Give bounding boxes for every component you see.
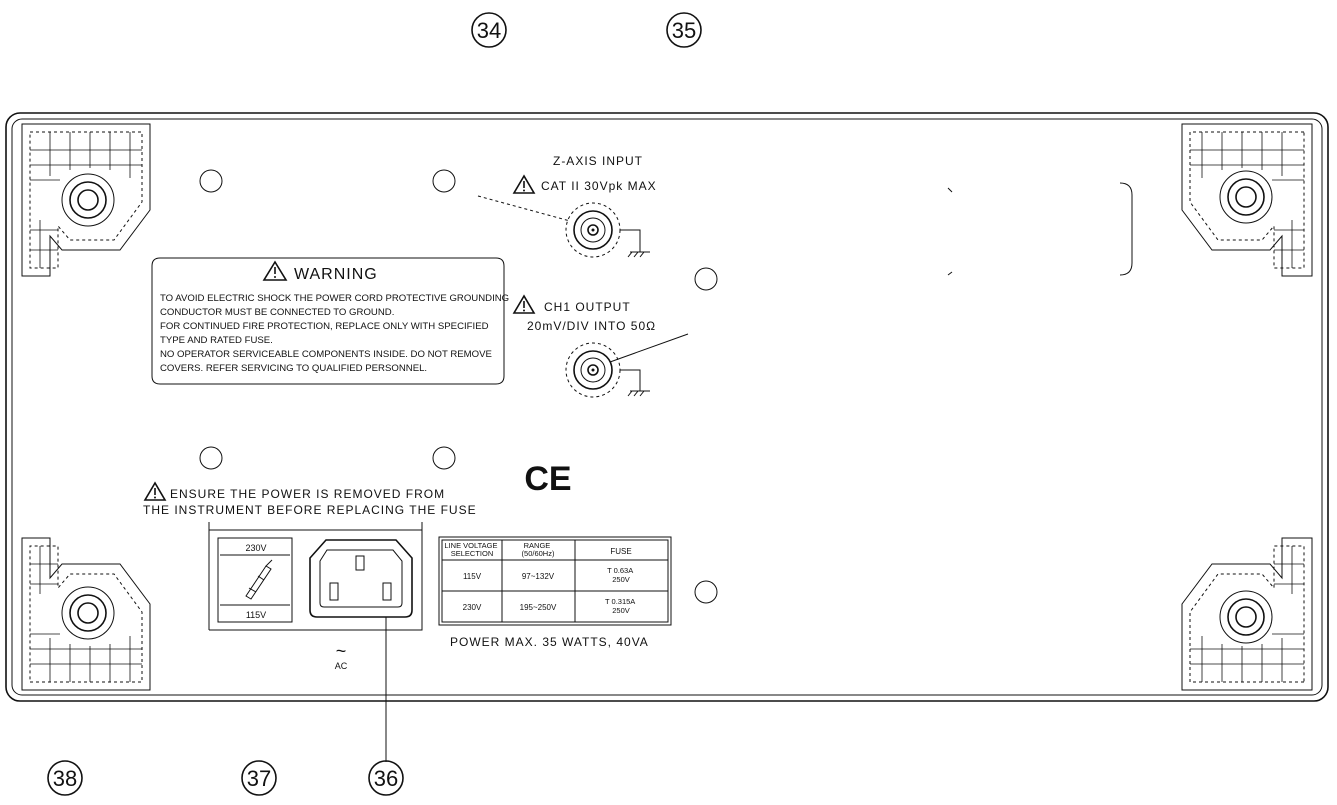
table-cell: 230V [463, 603, 482, 612]
warning-title: WARNING [294, 266, 378, 283]
panel-outline [5, 112, 1329, 702]
warning-line: COVERS. REFER SERVICING TO QUALIFIED PER… [160, 363, 427, 374]
table-header-line: (50/60Hz) [522, 549, 555, 558]
ce-mark: CE [524, 460, 571, 498]
table-cell-line: 250V [612, 606, 630, 615]
warning-triangle-icon [143, 481, 167, 501]
fuse-notice: ENSURE THE POWER IS REMOVED FROM THE INS… [143, 481, 477, 517]
earth-pin [355, 555, 365, 571]
z-axis-rating: CAT II 30Vpk MAX [541, 179, 657, 193]
table-cell: T 0.63A 250V [607, 566, 635, 584]
power-input-module: 230V 115V ~ AC [208, 522, 423, 671]
warning-triangle-icon [262, 260, 288, 281]
warning-line: TYPE AND RATED FUSE. [160, 335, 273, 346]
z-axis-title: Z-AXIS INPUT [553, 154, 643, 168]
table-cell-line: 250V [612, 575, 630, 584]
z-axis-input: Z-AXIS INPUT CAT II 30Vpk MAX [477, 154, 657, 258]
table-header: LINE VOLTAGE SELECTION [444, 541, 499, 558]
warning-triangle-icon [512, 174, 536, 194]
screw-hole [432, 446, 456, 470]
ch1-output: CH1 OUTPUT 20mV/DIV INTO 50Ω [512, 294, 689, 398]
ch1-output-title: CH1 OUTPUT [544, 300, 631, 314]
bracket-outline [947, 182, 1133, 276]
warning-line: FOR CONTINUED FIRE PROTECTION, REPLACE O… [160, 321, 489, 332]
callout-37: 37 [241, 760, 277, 796]
table-header-line: LINE VOLTAGE [444, 541, 497, 550]
callout-34: 34 [471, 12, 507, 48]
table-cell: 195~250V [520, 603, 557, 612]
table-cell: 115V [463, 572, 482, 581]
voltage-selector-bottom: 115V [246, 610, 266, 620]
fuse-notice-line-1: ENSURE THE POWER IS REMOVED FROM [170, 487, 445, 501]
foot-bottom-left [21, 537, 151, 691]
warning-triangle-icon [512, 294, 536, 314]
foot-top-left [21, 123, 151, 277]
warning-line: CONDUCTOR MUST BE CONNECTED TO GROUND. [160, 307, 394, 318]
bnc-connector-icon [565, 202, 621, 258]
screw-hole [432, 169, 456, 193]
callout-38: 38 [47, 760, 83, 796]
fuse-holder-icon [245, 559, 273, 600]
screw-hole [694, 267, 718, 291]
warning-line: TO AVOID ELECTRIC SHOCK THE POWER CORD P… [160, 293, 509, 304]
table-header: FUSE [610, 547, 631, 556]
table-header: RANGE (50/60Hz) [522, 541, 555, 558]
screw-hole [199, 446, 223, 470]
ac-label: AC [335, 661, 348, 671]
fuse-notice-line-2: THE INSTRUMENT BEFORE REPLACING THE FUSE [143, 503, 477, 517]
table-header-line: SELECTION [451, 549, 494, 558]
callout-35: 35 [666, 12, 702, 48]
screw-holes [199, 169, 718, 604]
power-rating: POWER MAX. 35 WATTS, 40VA [450, 635, 649, 649]
callout-36: 36 [368, 760, 404, 796]
table-cell-line: T 0.63A [607, 566, 633, 575]
rating-table: LINE VOLTAGE SELECTION RANGE (50/60Hz) F… [438, 536, 672, 649]
voltage-selector-top: 230V [245, 543, 266, 553]
table-cell: T 0.315A 250V [605, 597, 637, 615]
callout-36-number: 36 [374, 766, 398, 791]
callout-37-number: 37 [247, 766, 271, 791]
ground-icon [620, 369, 650, 397]
callout-34-number: 34 [477, 18, 501, 43]
table-cell-line: T 0.315A [605, 597, 635, 606]
warning-line: NO OPERATOR SERVICEABLE COMPONENTS INSID… [160, 349, 492, 360]
pin [329, 582, 339, 601]
ground-icon [620, 229, 650, 258]
table-header-line: RANGE [524, 541, 551, 550]
table-cell: 97~132V [522, 572, 555, 581]
ac-inlet [309, 539, 413, 618]
voltage-selector: 230V 115V [217, 537, 293, 623]
screw-hole [199, 169, 223, 193]
bnc-connector-icon [565, 342, 621, 398]
foot-top-right [1181, 123, 1313, 277]
callout-35-number: 35 [672, 18, 696, 43]
ch1-output-rating: 20mV/DIV INTO 50Ω [527, 319, 656, 333]
ac-symbol: ~ [336, 641, 347, 661]
callout-38-number: 38 [53, 766, 77, 791]
foot-bottom-right [1181, 537, 1313, 691]
pin [382, 582, 392, 601]
warning-label: WARNING TO AVOID ELECTRIC SHOCK THE POWE… [151, 257, 509, 385]
screw-hole [694, 580, 718, 604]
